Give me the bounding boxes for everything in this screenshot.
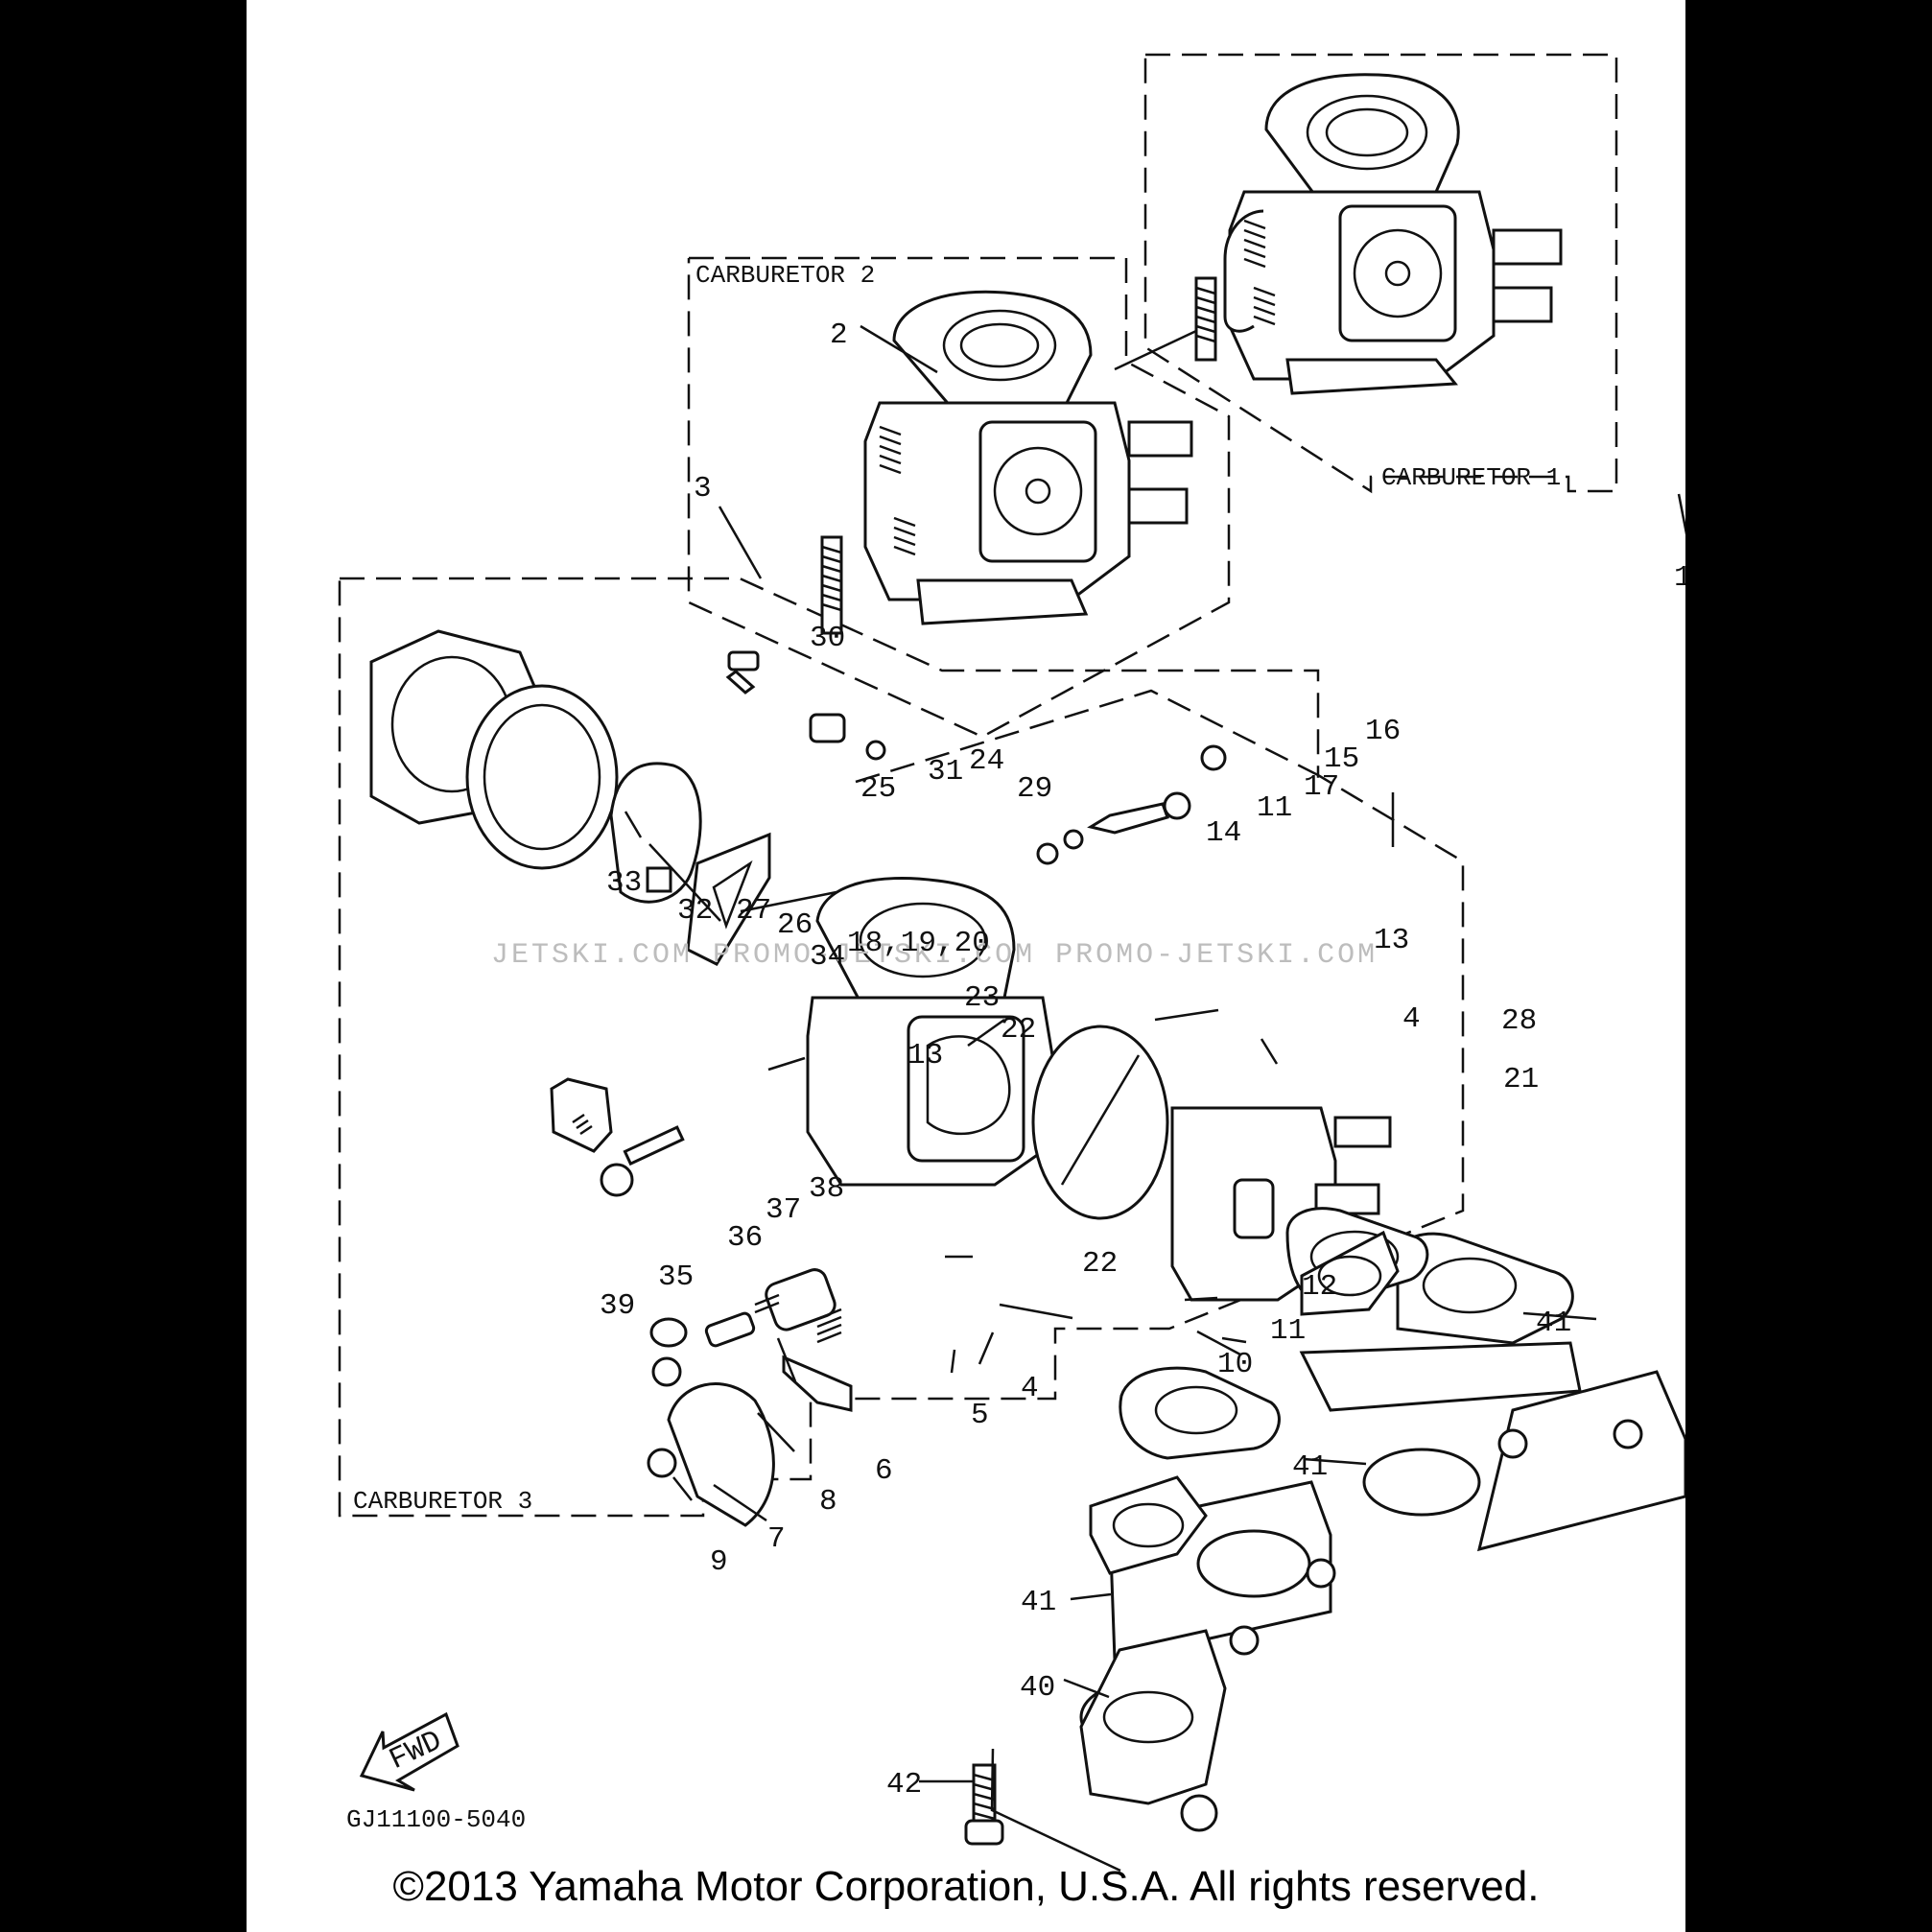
callout-22a: 22 xyxy=(1001,1013,1036,1047)
callout-37: 37 xyxy=(766,1193,801,1227)
callout-10: 10 xyxy=(1217,1348,1253,1381)
callout-13a: 13 xyxy=(1374,924,1409,957)
callout-34: 34 xyxy=(810,940,845,974)
callout-26: 26 xyxy=(777,908,813,942)
callout-7: 7 xyxy=(767,1522,786,1556)
callout-14: 14 xyxy=(1206,816,1241,850)
callout-15: 15 xyxy=(1324,742,1359,776)
callout-5: 5 xyxy=(971,1399,989,1432)
carburetor-1-boundary xyxy=(1143,53,1618,494)
callout-42: 42 xyxy=(886,1768,922,1802)
callout-33: 33 xyxy=(606,866,642,900)
callout-27: 27 xyxy=(736,894,771,928)
callout-23: 23 xyxy=(964,981,1000,1015)
intake-manifold-assembly xyxy=(964,1207,1685,1873)
callout-13b: 13 xyxy=(907,1039,943,1072)
callout-41b: 41 xyxy=(1292,1450,1328,1484)
watermark-text: JETSKI.COM PROMO-JETSKI.COM PROMO-JETSKI… xyxy=(491,939,1378,972)
callout-24: 24 xyxy=(969,744,1004,778)
callout-9: 9 xyxy=(710,1545,728,1579)
callout-41c: 41 xyxy=(1021,1586,1056,1619)
carburetor-1-label: CARBURETOR 1 xyxy=(1381,463,1561,492)
diagram-sheet: FWD JETSKI.COM PROMO-JETSKI.COM PROMO-JE… xyxy=(247,0,1685,1932)
callout-30: 30 xyxy=(810,622,845,655)
callout-29: 29 xyxy=(1017,772,1052,806)
carburetor-2-assembly xyxy=(820,290,1197,635)
callout-17: 17 xyxy=(1304,770,1339,804)
callout-28: 28 xyxy=(1501,1004,1537,1038)
callout-8: 8 xyxy=(819,1485,837,1519)
copyright-notice: ©2013 Yamaha Motor Corporation, U.S.A. A… xyxy=(392,1863,1540,1910)
callout-38: 38 xyxy=(809,1172,844,1206)
carburetor-3-label: CARBURETOR 3 xyxy=(353,1487,532,1516)
drawing-number: GJ11100-5040 xyxy=(346,1805,526,1834)
exploded-parts-diagram: FWD JETSKI.COM PROMO-JETSKI.COM PROMO-JE… xyxy=(338,53,1685,1873)
callout-4b: 4 xyxy=(1021,1372,1039,1405)
callout-41a: 41 xyxy=(1536,1307,1571,1340)
leader-lines xyxy=(624,324,1685,1783)
callout-3: 3 xyxy=(694,472,712,506)
callout-6: 6 xyxy=(875,1454,893,1488)
callout-25: 25 xyxy=(860,772,896,806)
callout-32: 32 xyxy=(677,894,713,928)
forward-direction-arrow: FWD xyxy=(359,1711,459,1792)
linkage-boundary xyxy=(855,689,1320,784)
callout-11b: 11 xyxy=(1270,1314,1306,1348)
callout-18-19-20: 18,19,20 xyxy=(847,927,990,960)
carburetor-2-boundary xyxy=(687,256,1231,739)
callout-16: 16 xyxy=(1365,715,1401,748)
callout-22b: 22 xyxy=(1082,1247,1118,1281)
carburetor-2-label: CARBURETOR 2 xyxy=(695,261,875,290)
callout-40: 40 xyxy=(1020,1671,1055,1705)
callout-36: 36 xyxy=(727,1221,763,1255)
callout-2: 2 xyxy=(830,318,848,352)
callout-35: 35 xyxy=(658,1261,694,1294)
callout-4a: 4 xyxy=(1402,1002,1421,1036)
callout-11a: 11 xyxy=(1257,791,1292,825)
carburetor-3-assembly xyxy=(369,629,1392,1527)
callout-31: 31 xyxy=(928,755,963,789)
carburetor-1-assembly xyxy=(1194,73,1563,395)
callout-1: 1 xyxy=(1674,561,1685,595)
callout-12: 12 xyxy=(1302,1270,1337,1304)
callout-39: 39 xyxy=(600,1289,635,1323)
part-callouts: 1 2 3 4 4 5 6 7 8 9 10 11 11 12 13 13 14… xyxy=(600,318,1685,1802)
callout-21: 21 xyxy=(1503,1063,1539,1096)
